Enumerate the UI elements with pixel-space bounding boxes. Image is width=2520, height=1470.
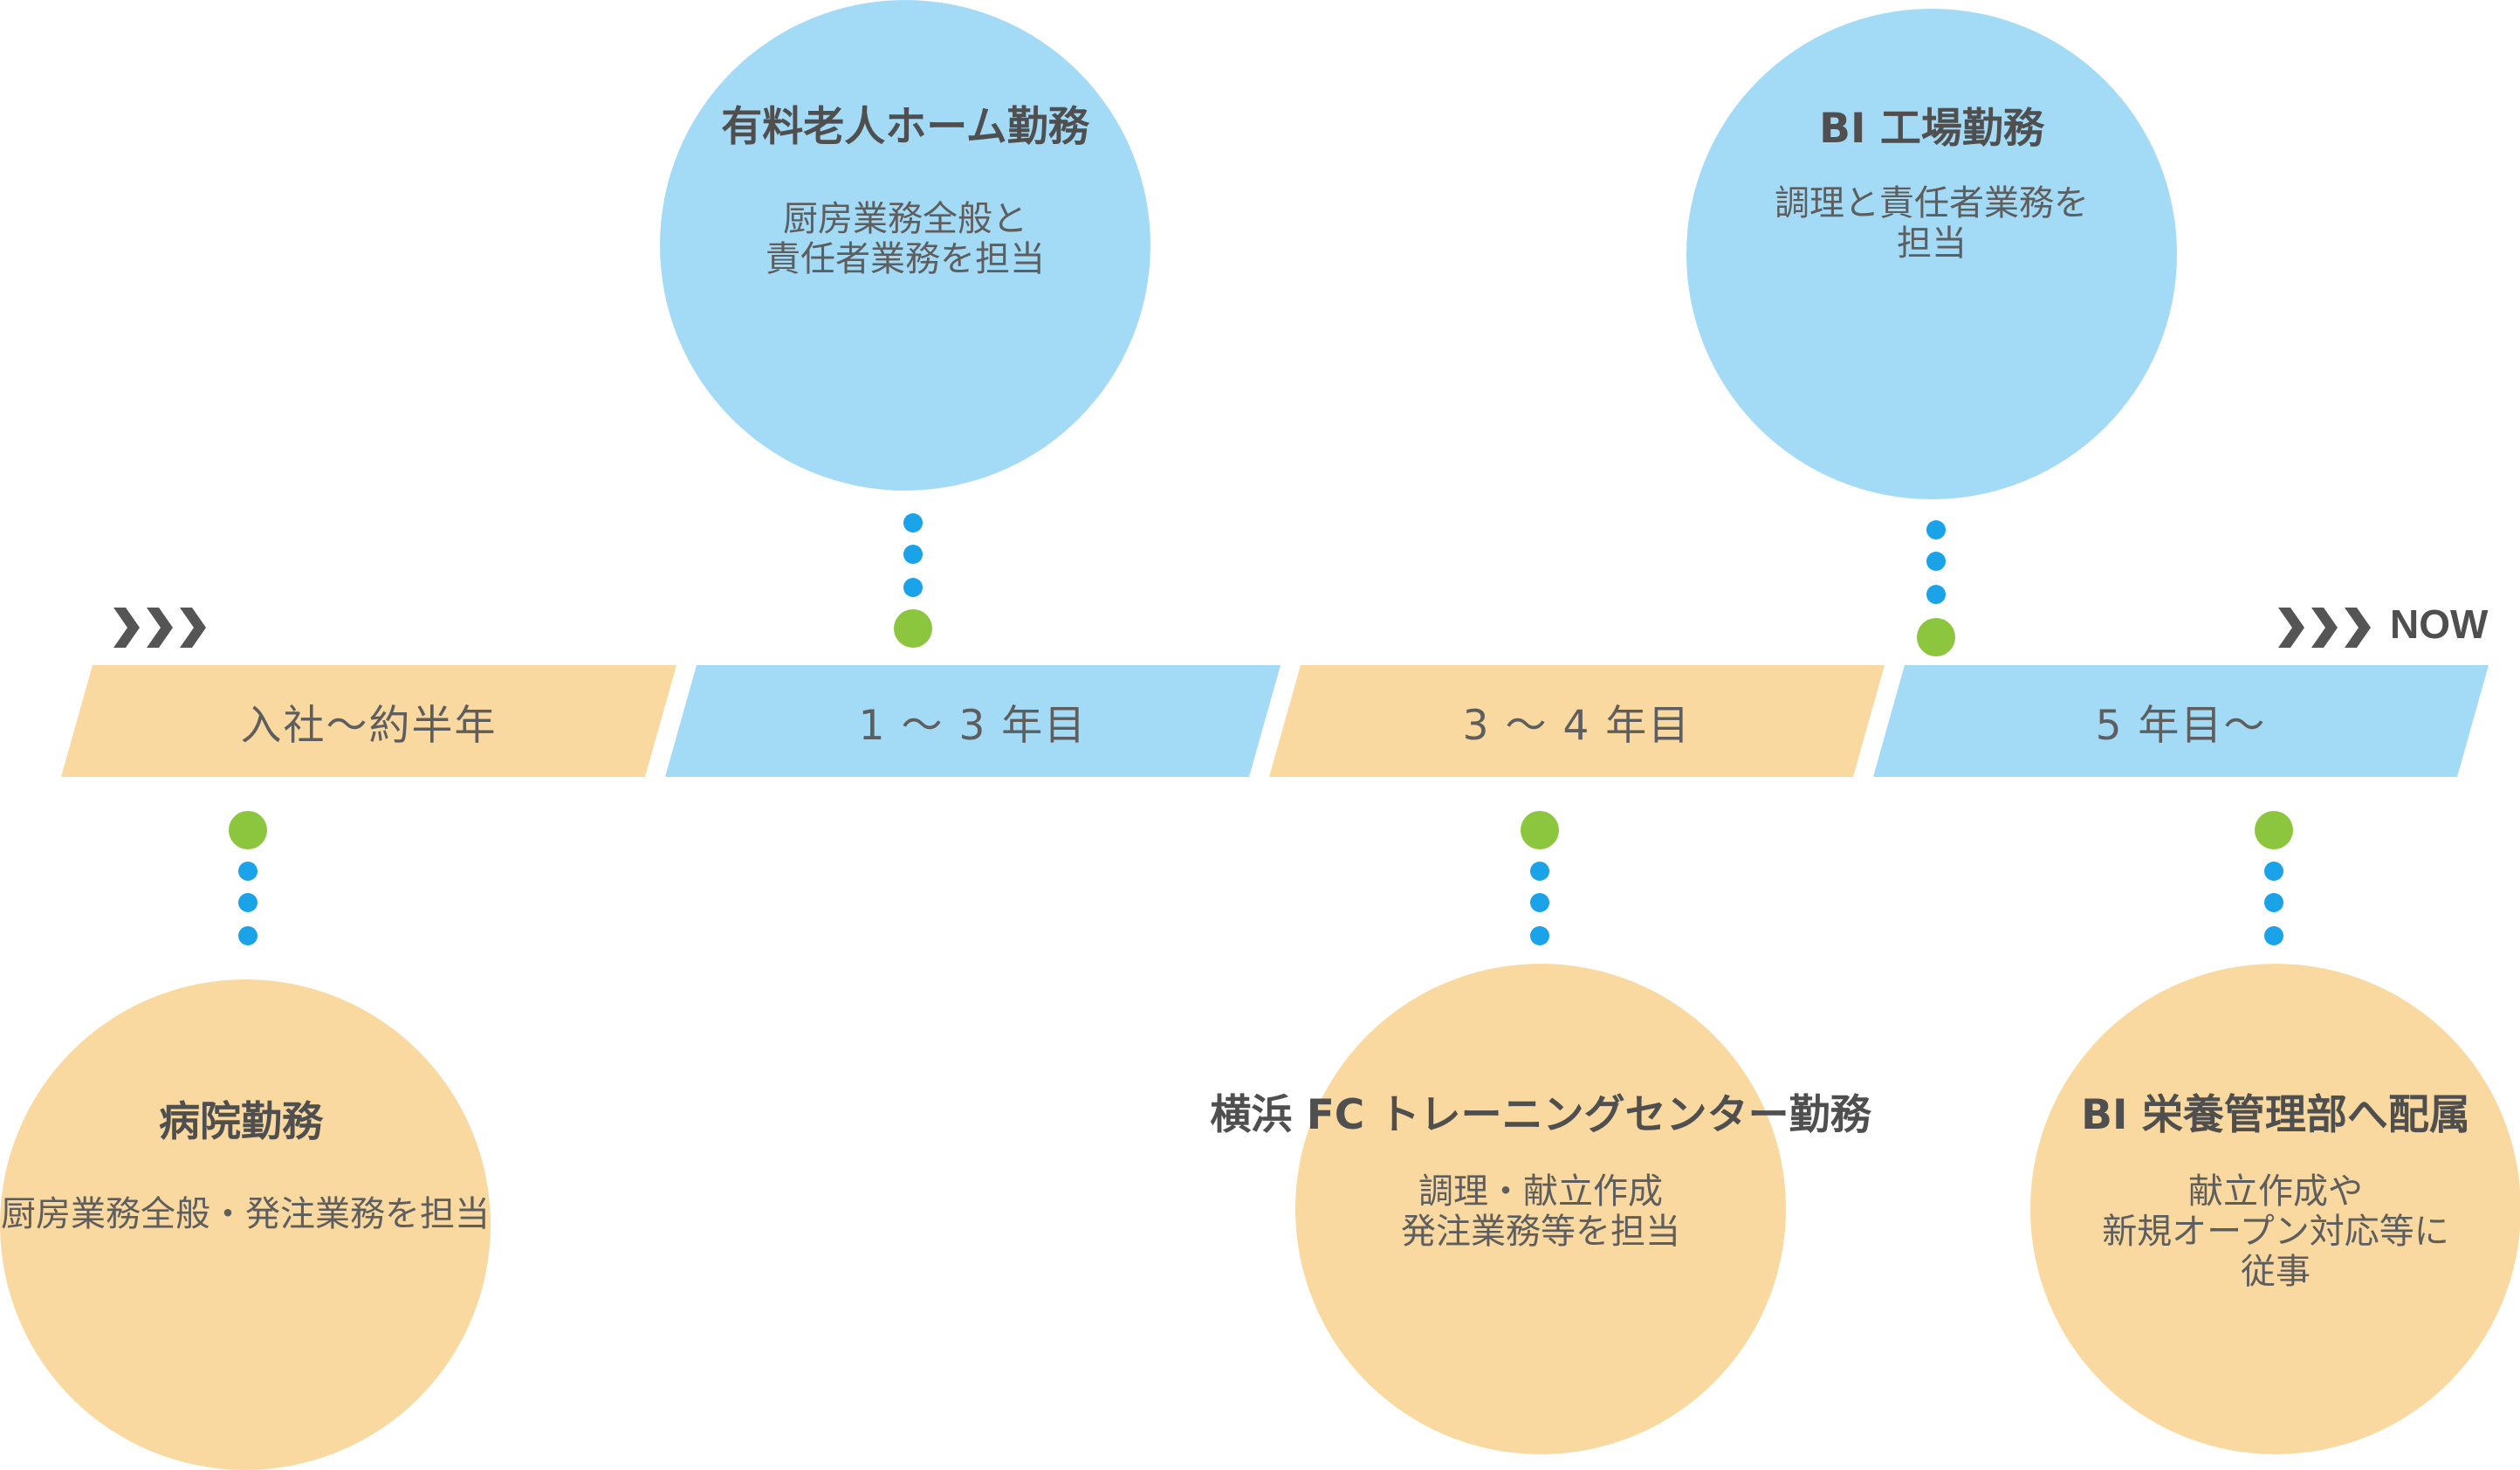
period-bar-1: 入社〜約半年 [61,665,676,777]
end-chevrons-icon [2278,608,2371,648]
period-label-4: 5 年目〜 [2095,701,2267,750]
period-bar-2: 1 〜 3 年目 [665,665,1281,777]
connector-dot [1926,585,1946,604]
node-dot [894,609,932,648]
period-label-3: 3 〜 4 年目 [1462,701,1692,750]
connector-dot [903,513,923,532]
connector-dot [903,578,923,597]
milestone-hospital-title: 病院勤務 [159,1098,323,1146]
milestone-bi-factory-title: BI 工場勤務 [1819,105,2044,153]
connector-dot [2264,926,2283,945]
period-label-1: 入社〜約半年 [240,701,498,750]
node-dot [1917,618,1955,656]
connector-dot [238,893,257,912]
milestone-yokohama: 横浜 FC トレーニングセンター勤務 調理・献立作成 発注業務等を担当 [1210,964,1871,1454]
milestone-yokohama-body: 調理・献立作成 発注業務等を担当 [1401,1171,1680,1252]
connector-dot [238,862,257,881]
connector-dot [1530,926,1549,945]
milestone-hospital-body: 厨房業務全般・発注業務を担当 [1,1194,490,1234]
connector-dot [2264,862,2283,881]
connector-dot [1530,862,1549,881]
connector-dot [1926,520,1946,539]
node-dot [229,811,267,849]
node-dot [2255,811,2293,849]
milestone-bi-nutrition-body: 献立作成や 新規オープン対応等に 従事 [2102,1171,2449,1292]
milestone-bi-nutrition: BI 栄養管理部へ配属 献立作成や 新規オープン対応等に 従事 [2030,964,2520,1454]
period-bar-3: 3 〜 4 年目 [1269,665,1885,777]
milestone-hospital: 病院勤務 厨房業務全般・発注業務を担当 [0,979,491,1470]
connector-dot [1530,893,1549,912]
period-label-2: 1 〜 3 年目 [858,701,1088,750]
connector-dot [2264,893,2283,912]
node-dot [1521,811,1559,849]
milestone-nursing-home: 有料老人ホーム勤務 厨房業務全般と 責任者業務を担当 [660,0,1150,491]
milestone-bi-nutrition-title: BI 栄養管理部へ配属 [2081,1091,2470,1139]
now-label: NOW [2390,601,2489,647]
milestone-yokohama-title: 横浜 FC トレーニングセンター勤務 [1210,1091,1871,1139]
milestone-nursing-home-title: 有料老人ホーム勤務 [721,103,1089,151]
connector-dot [903,545,923,564]
connector-dot [238,926,257,945]
period-bar-4: 5 年目〜 [1873,665,2489,777]
milestone-nursing-home-body: 厨房業務全般と 責任者業務を担当 [766,199,1045,279]
milestone-bi-factory-body: 調理と責任者業務を 担当 [1775,183,2089,264]
connector-dot [1926,552,1946,571]
start-chevrons-icon [113,608,206,648]
milestone-bi-factory: BI 工場勤務 調理と責任者業務を 担当 [1686,9,2177,499]
